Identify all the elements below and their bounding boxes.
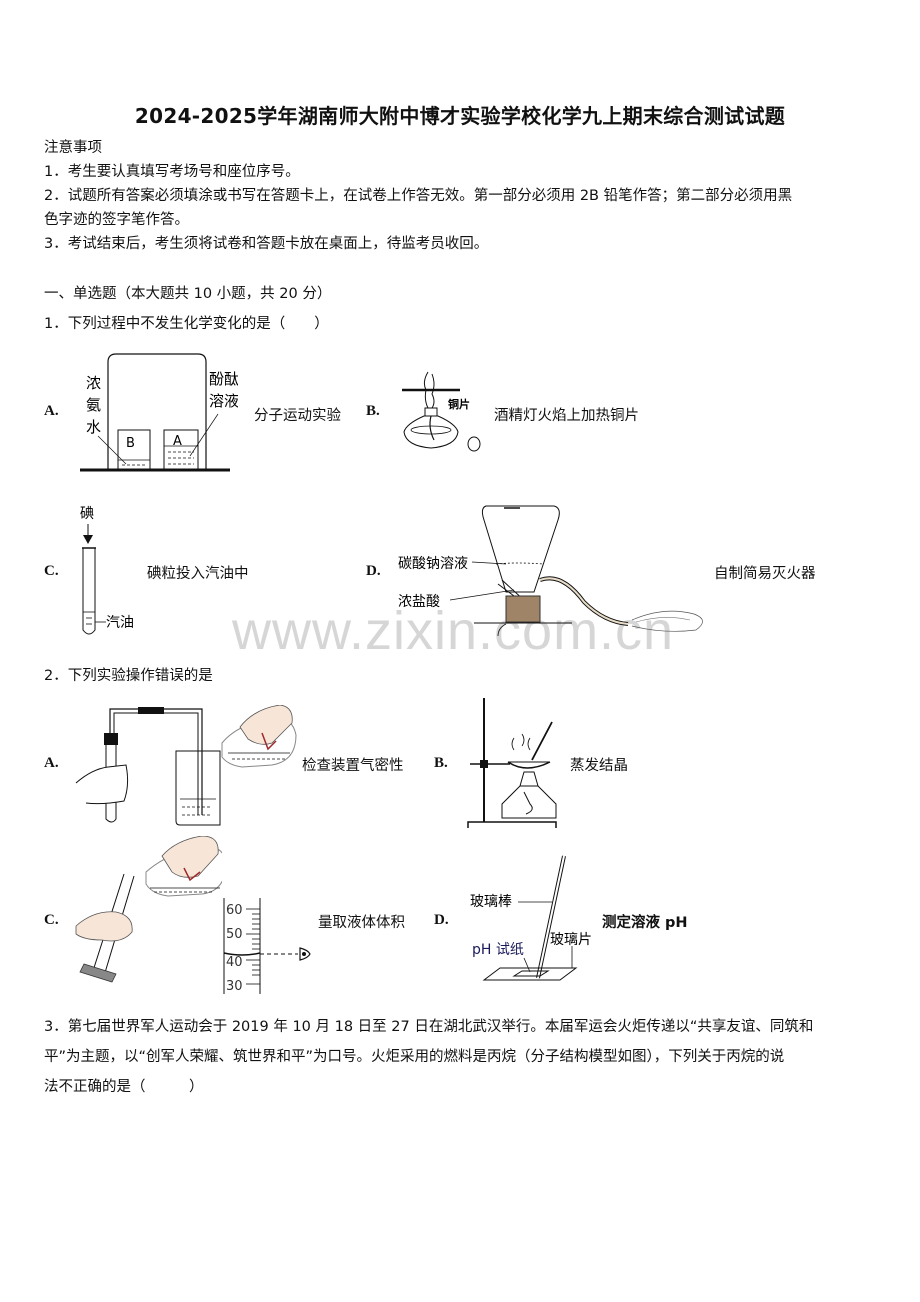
beaker-b-label: B [126,436,135,451]
question-3-line: 法不正确的是（ ） [44,1079,204,1095]
glass-slide-label: 玻璃片 [550,931,592,948]
page-title: 2024-2025学年湖南师大附中博才实验学校化学九上期末综合测试试题 [134,104,786,128]
svg-text:50: 50 [226,927,243,942]
q1-option-c-letter: C. [44,563,59,579]
q2-option-c-letter: C. [44,912,59,928]
svg-text:水: 水 [86,418,101,436]
iodine-test-tube-figure: 碘 汽油 [80,506,134,635]
svg-text:氨: 氨 [86,396,101,414]
svg-text:60: 60 [226,903,243,918]
copper-plate-label: 铜片 [447,397,470,411]
gasoline-label: 汽油 [106,615,134,631]
iodine-label: 碘 [80,506,94,522]
note-item: 1．考生要认真填写考场号和座位序号。 [44,164,300,180]
question-2-stem: 2．下列实验操作错误的是 [44,668,213,684]
svg-text:溶液: 溶液 [209,392,238,410]
cylinder-scale-reading-figure: 60 50 40 30 [223,898,311,994]
alcohol-lamp-copper-figure: 铜片 [402,371,481,452]
q1-option-d-letter: D. [366,563,381,579]
svg-text:酚酞: 酚酞 [209,370,238,388]
q2-option-a-letter: A. [44,755,59,771]
svg-text:30: 30 [226,979,243,994]
pouring-into-cylinder-figure [75,836,222,983]
q1-option-a-letter: A. [44,403,59,419]
notes-heading: 注意事项 [44,140,102,156]
sodium-carbonate-label: 碳酸钠溶液 [398,556,468,572]
note-item: 3．考试结束后，考生须将试卷和答题卡放在桌面上，待监考员收回。 [44,236,489,252]
q2-option-b-caption: 蒸发结晶 [570,758,628,774]
q2-option-a-caption: 检查装置气密性 [302,758,404,774]
fire-extinguisher-figure: 碳酸钠溶液 浓盐酸 [398,505,703,637]
q1-option-c-caption: 碘粒投入汽油中 [147,566,249,582]
svg-text:浓: 浓 [86,374,101,392]
note-item: 色字迹的签字笔作答。 [44,212,189,228]
question-3-stem: 3．第七届世界军人运动会于 2019 年 10 月 18 日至 27 日在湖北武… [44,1012,880,1102]
glass-rod-label: 玻璃棒 [470,893,512,910]
q1-option-d-caption: 自制简易灭火器 [714,566,816,582]
molecular-motion-apparatus-figure: B A 浓 氨 水 酚酞 溶液 [80,353,238,472]
svg-text:40: 40 [226,955,243,970]
notes-block: 注意事项 1．考生要认真填写考场号和座位序号。 2．试题所有答案必须填涂或书写在… [44,136,880,256]
watermark: www.zixin.com.cn [232,601,675,661]
q1-option-b-letter: B. [366,403,380,419]
question-3-line: 3．第七届世界军人运动会于 2019 年 10 月 18 日至 27 日在湖北武… [44,1019,814,1035]
q1-option-b-caption: 酒精灯火焰上加热铜片 [494,408,639,424]
eye-icon [299,947,311,961]
q2-option-d-letter: D. [434,912,449,928]
beaker-a-label: A [173,434,182,449]
hydrochloric-acid-label: 浓盐酸 [398,594,440,610]
question-1-stem: 1．下列过程中不发生化学变化的是（ ） [44,316,329,332]
note-item: 2．试题所有答案必须填涂或书写在答题卡上，在试卷上作答无效。第一部分必须用 2B… [44,188,793,204]
evaporation-setup-figure [467,698,557,828]
airtightness-check-figure [75,705,297,826]
question-3-line: 平”为主题，以“创军人荣耀、筑世界和平”为口号。火炬采用的燃料是丙烷（分子结构模… [44,1049,785,1065]
q2-option-d-caption: 测定溶液 pH [602,915,688,931]
ph-paper-label: pH 试纸 [472,942,524,958]
q2-option-c-caption: 量取液体体积 [318,915,405,931]
q1-option-a-caption: 分子运动实验 [254,408,341,424]
section-heading: 一、单选题（本大题共 10 小题，共 20 分） [44,286,332,302]
ph-test-figure: 玻璃棒 pH 试纸 玻璃片 [470,855,592,981]
q2-option-b-letter: B. [434,755,448,771]
